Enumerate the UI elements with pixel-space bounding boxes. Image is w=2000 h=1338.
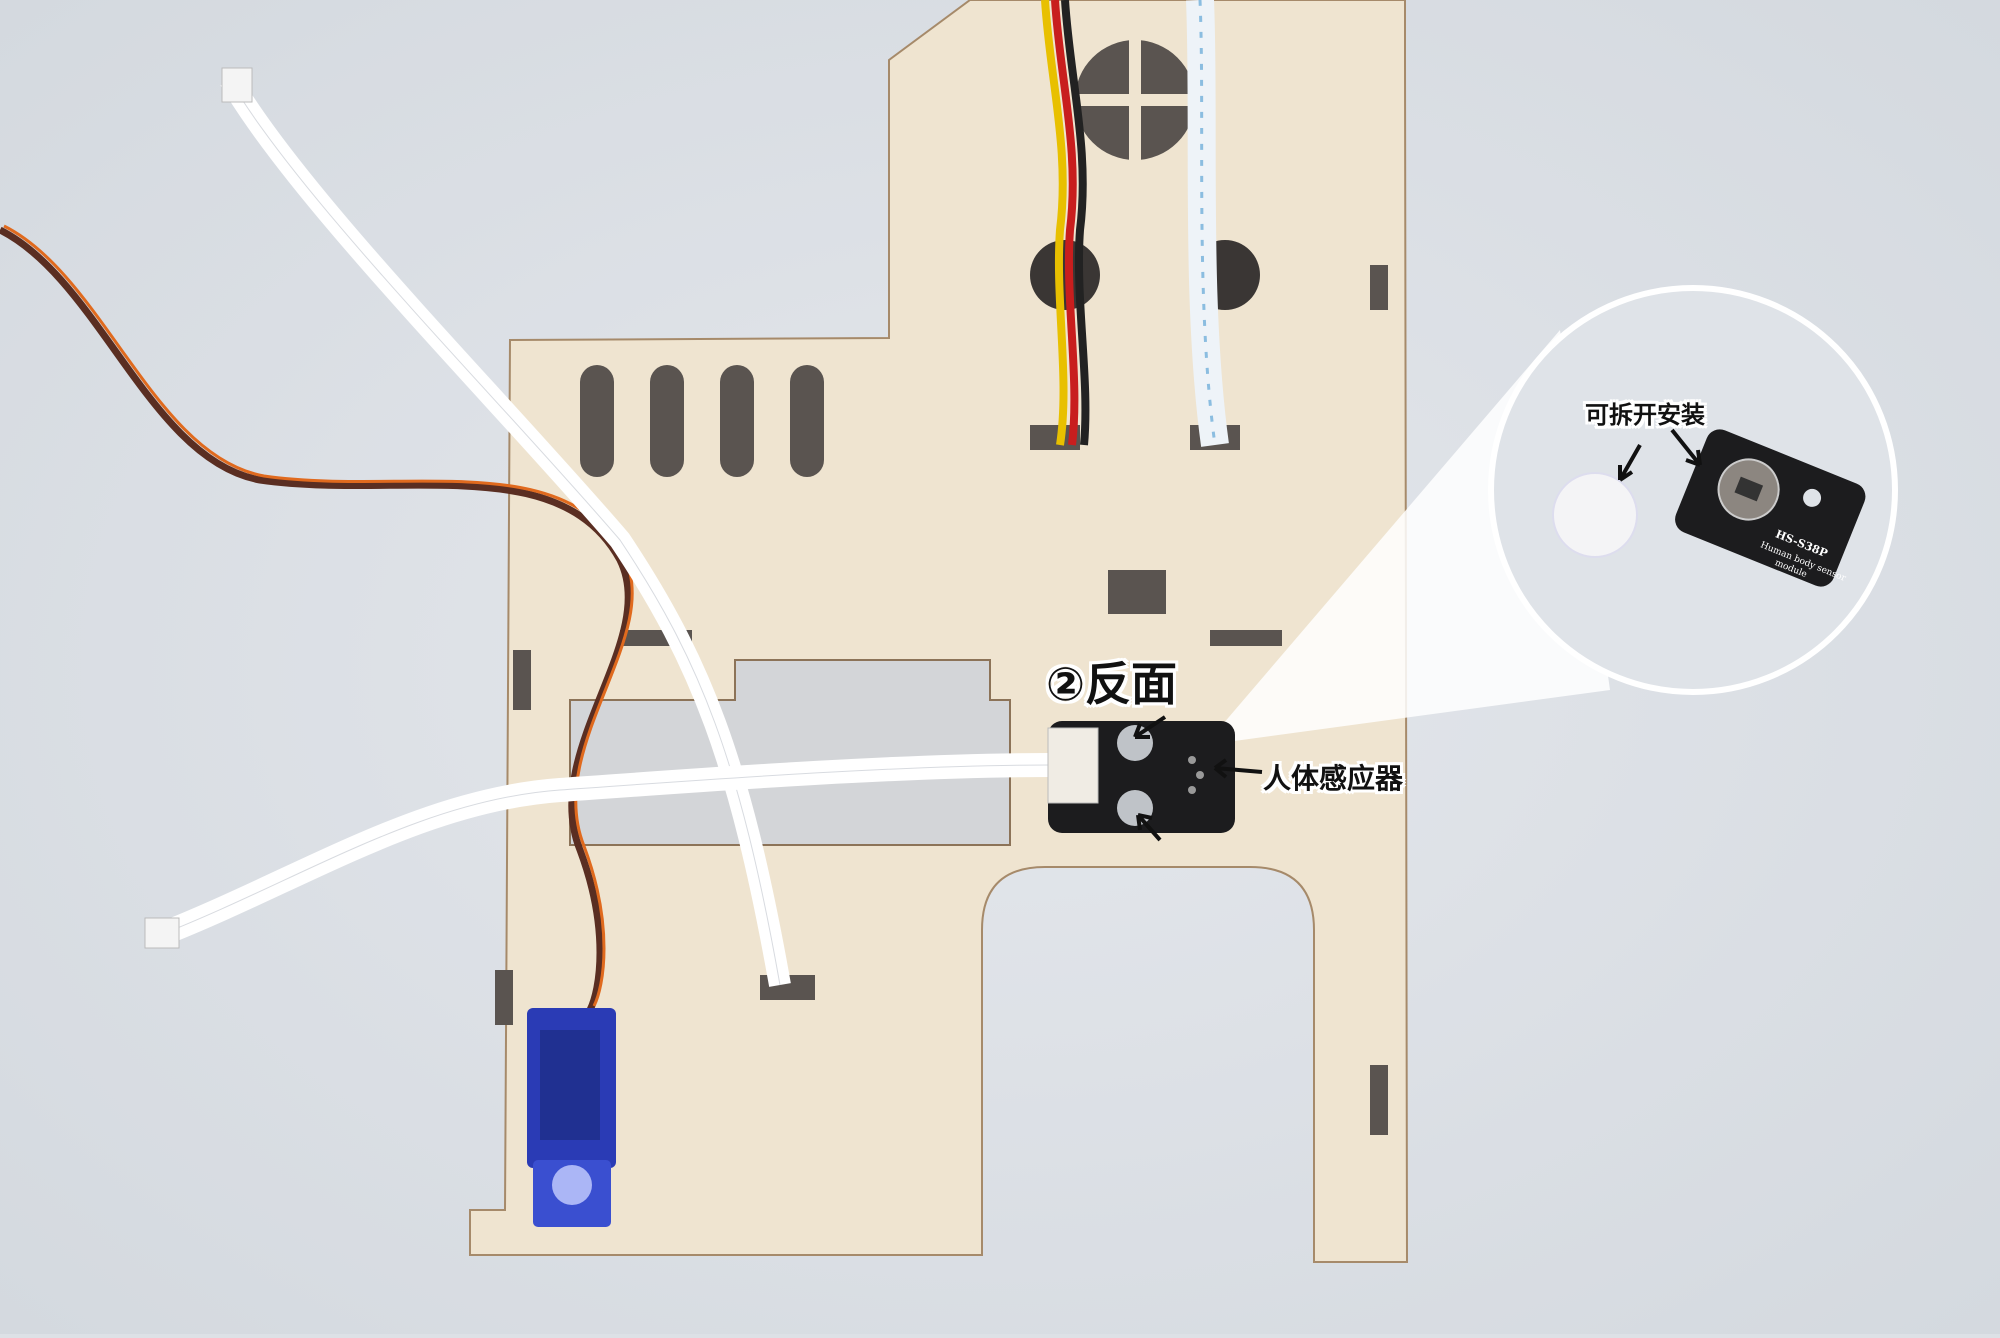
wooden-board <box>469 0 1409 1263</box>
cables <box>0 0 1229 1012</box>
inset-label: 可拆开安装 <box>1585 401 1705 429</box>
step-label: ②反面 <box>1046 657 1177 711</box>
sensor-label: 人体感应器 <box>1263 762 1404 795</box>
connector-plug-top <box>221 67 253 103</box>
connector-plug-left <box>144 917 180 949</box>
annotation-arrows <box>1133 428 1702 842</box>
servo-motor <box>527 1008 616 1227</box>
inset-magnifier: HS-S38P Human body sensor module <box>1488 285 1898 695</box>
